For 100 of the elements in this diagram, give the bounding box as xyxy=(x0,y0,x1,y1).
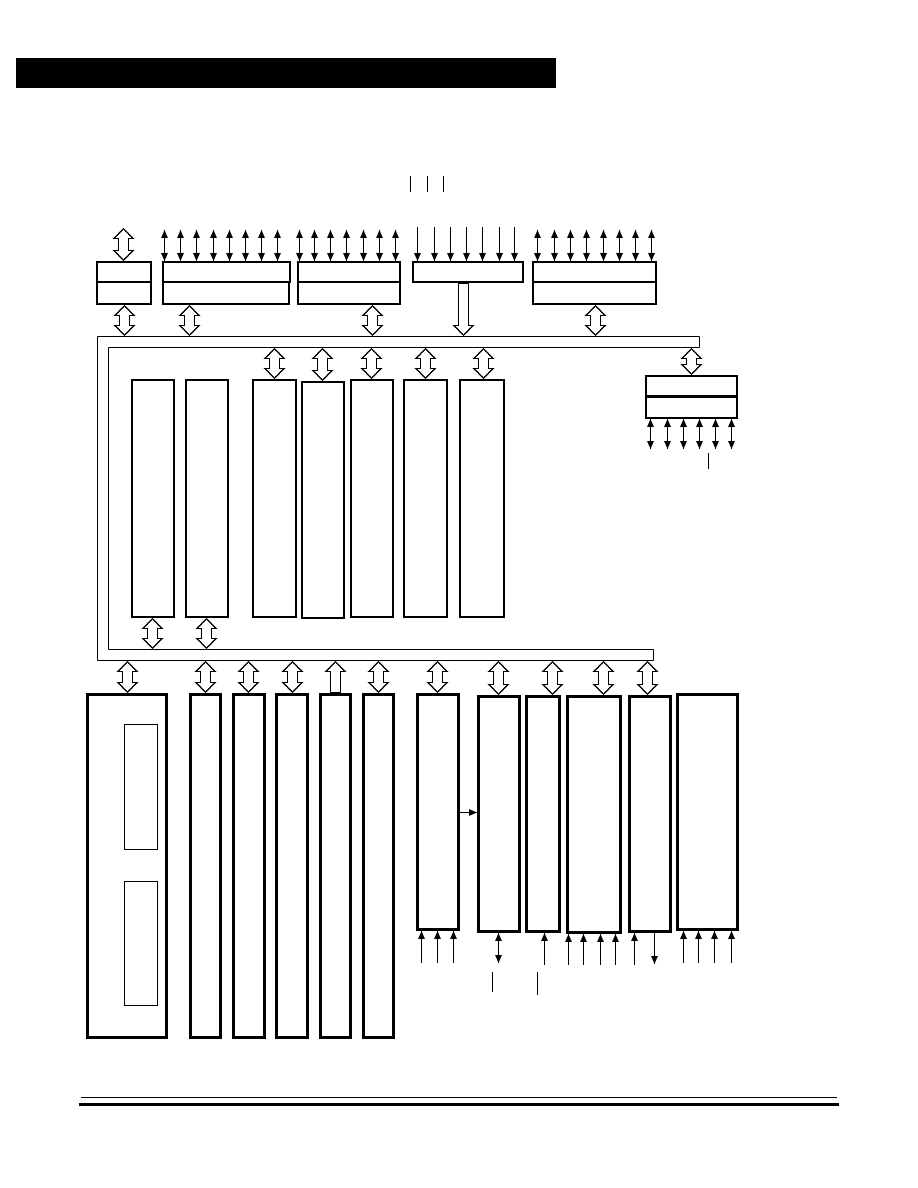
block-arrow xyxy=(116,661,139,693)
block-box xyxy=(350,379,394,618)
arrow xyxy=(651,932,658,965)
block-arrow xyxy=(311,348,334,381)
block-box xyxy=(131,379,175,618)
arrow xyxy=(343,229,350,262)
block-box xyxy=(189,693,222,1039)
arrow xyxy=(541,932,548,966)
block-box xyxy=(275,693,309,1039)
arrow xyxy=(551,229,558,262)
block-box xyxy=(297,261,401,283)
block-box xyxy=(319,693,352,1039)
block-arrow xyxy=(636,661,659,695)
arrow xyxy=(631,932,638,966)
arrow xyxy=(680,930,687,964)
arrow xyxy=(712,418,719,450)
block-arrow xyxy=(680,348,703,375)
arrow xyxy=(392,229,399,262)
bus-band xyxy=(97,336,700,661)
block-box xyxy=(162,261,291,283)
arrow xyxy=(434,930,441,964)
arrow xyxy=(580,933,587,966)
block-box xyxy=(232,693,266,1039)
block-box xyxy=(416,693,460,931)
arrow xyxy=(414,226,421,262)
arrow xyxy=(616,229,623,262)
block-box xyxy=(628,695,672,933)
arrow xyxy=(258,229,265,262)
block-box xyxy=(645,375,738,397)
block-box xyxy=(362,693,395,1039)
arrow xyxy=(360,229,367,262)
arrow xyxy=(495,932,502,964)
block-arrow xyxy=(112,228,135,261)
arrow xyxy=(534,229,541,262)
arrow xyxy=(177,229,184,262)
block-box xyxy=(532,281,657,305)
block-arrow xyxy=(237,661,260,693)
arrow xyxy=(447,226,454,262)
arrow xyxy=(418,930,425,964)
block-arrow xyxy=(414,348,437,379)
block-box xyxy=(162,281,290,305)
block-arrow xyxy=(324,661,347,693)
block-box xyxy=(477,695,521,933)
arrow xyxy=(567,229,574,262)
arrow xyxy=(193,229,200,262)
arrow xyxy=(648,229,655,262)
block-box xyxy=(86,693,168,1039)
block-arrow xyxy=(592,661,615,695)
block-arrow xyxy=(452,283,475,336)
block-arrow xyxy=(194,661,217,693)
arrow xyxy=(696,418,703,450)
block-box xyxy=(645,396,738,419)
arrow xyxy=(647,418,654,450)
arrow xyxy=(695,930,702,964)
inner-box xyxy=(124,724,158,850)
inner-box xyxy=(124,881,158,1006)
block-box xyxy=(301,381,345,619)
block-arrow xyxy=(195,618,218,649)
block-box xyxy=(403,379,448,618)
arrow xyxy=(711,930,718,964)
block-box xyxy=(297,281,401,305)
block-box xyxy=(676,693,739,931)
arrow xyxy=(296,229,303,262)
block-arrow xyxy=(426,661,449,693)
arrow xyxy=(226,229,233,262)
arrow xyxy=(376,229,383,262)
block-arrow xyxy=(360,348,383,379)
block-arrow xyxy=(584,305,607,336)
arrow xyxy=(583,229,590,262)
arrow xyxy=(597,933,604,966)
arrow xyxy=(450,930,457,964)
arrow xyxy=(664,418,671,450)
block-box xyxy=(252,379,297,618)
arrow xyxy=(600,229,607,262)
arrow xyxy=(431,226,438,262)
block-box xyxy=(412,261,524,283)
block-arrow xyxy=(361,305,384,336)
block-arrow xyxy=(487,661,510,695)
arrow xyxy=(274,229,281,262)
block-box xyxy=(185,379,229,618)
arrow xyxy=(463,226,470,262)
arrow xyxy=(612,933,619,966)
block-arrow xyxy=(281,661,304,693)
block-arrow xyxy=(263,348,286,379)
block-arrow xyxy=(472,348,495,379)
arrow xyxy=(479,226,486,262)
arrow xyxy=(161,229,168,262)
arrow xyxy=(459,809,478,816)
block-arrow xyxy=(541,661,564,695)
arrow xyxy=(728,930,735,964)
arrow xyxy=(496,226,503,262)
arrow xyxy=(511,226,518,262)
block-box xyxy=(96,261,152,283)
arrow xyxy=(311,229,318,262)
arrow xyxy=(632,229,639,262)
arrow xyxy=(327,229,334,262)
block-box xyxy=(525,695,561,933)
block-arrow xyxy=(178,305,201,336)
arrow xyxy=(565,933,572,966)
block-arrow xyxy=(367,661,390,693)
